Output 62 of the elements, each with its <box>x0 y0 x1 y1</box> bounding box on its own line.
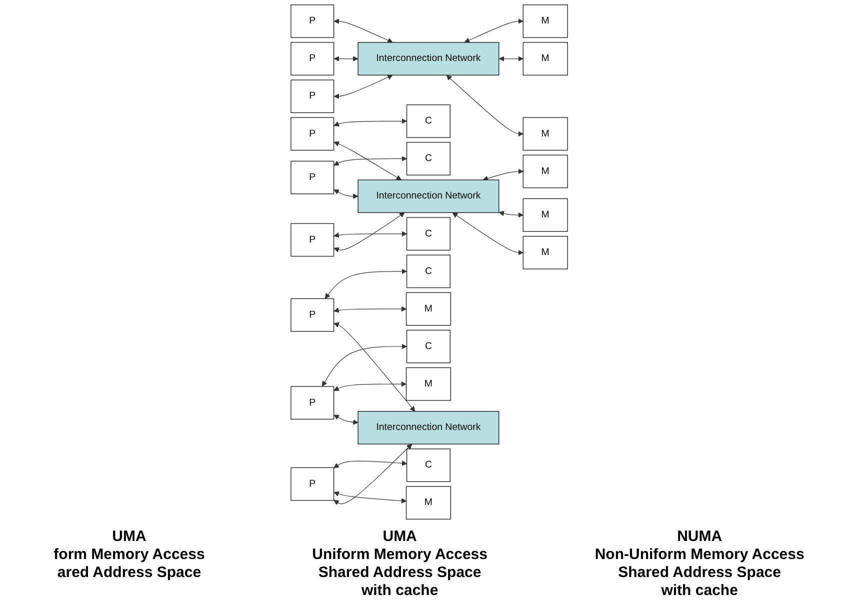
arrow <box>334 156 407 166</box>
arrow <box>334 322 415 412</box>
arrow <box>334 491 406 504</box>
arrow <box>446 75 524 137</box>
node-box: Interconnection Network <box>357 42 499 76</box>
arrow <box>324 268 407 299</box>
node-box: Interconnection Network <box>357 180 499 213</box>
arrow <box>334 189 358 199</box>
caption-text: Shared Address Space <box>318 564 482 582</box>
arrow <box>334 381 406 391</box>
caption-text: Uniform Memory Access <box>312 546 488 564</box>
arrow <box>333 444 412 506</box>
node-box: M <box>522 154 568 188</box>
node-box: P <box>290 298 334 332</box>
arrow <box>334 231 407 238</box>
node-box: P <box>290 42 334 76</box>
node-box: C <box>406 217 450 250</box>
node-box: M <box>406 367 451 401</box>
caption-text: with cache <box>361 582 438 600</box>
caption-text: Shared Address Space <box>618 564 781 582</box>
node-box: P <box>290 160 334 194</box>
node-box: P <box>290 80 334 113</box>
arrow <box>322 344 407 387</box>
caption-text: form Memory Access <box>54 546 205 564</box>
arrow <box>334 414 358 425</box>
arrow <box>334 212 404 252</box>
caption-text: with cache <box>661 582 738 600</box>
node-box: P <box>290 4 334 38</box>
node-box: C <box>406 448 450 482</box>
node-box: P <box>290 386 334 420</box>
node-box: C <box>406 104 450 138</box>
arrow <box>334 118 407 126</box>
node-box: M <box>522 42 568 76</box>
caption-text: UMA <box>112 528 146 546</box>
arrow <box>482 168 524 182</box>
node-box: C <box>406 330 450 364</box>
node-box: M <box>522 117 568 151</box>
node-box: M <box>522 236 568 270</box>
node-box: Interconnection Network <box>357 411 499 444</box>
arrow <box>464 18 524 43</box>
arrow <box>334 74 392 99</box>
caption-text: Non-Uniform Memory Access <box>594 546 804 564</box>
arrow <box>334 306 406 313</box>
arrow <box>334 18 392 43</box>
node-box: M <box>406 292 451 326</box>
node-box: C <box>406 142 450 176</box>
arrow <box>452 212 524 256</box>
arrow <box>334 56 358 62</box>
node-box: M <box>522 4 568 38</box>
node-box: P <box>290 223 334 257</box>
caption-text: ared Address Space <box>57 564 202 582</box>
node-box: M <box>406 486 451 520</box>
arrow <box>498 210 524 218</box>
caption-text: UMA <box>382 528 417 546</box>
arrow <box>333 460 407 468</box>
caption-text: NUMA <box>677 528 722 546</box>
node-box: P <box>290 117 334 151</box>
arrow <box>498 56 524 62</box>
arrow <box>334 141 402 180</box>
node-box: C <box>406 254 450 288</box>
node-box: M <box>522 198 568 232</box>
node-box: P <box>290 467 334 501</box>
